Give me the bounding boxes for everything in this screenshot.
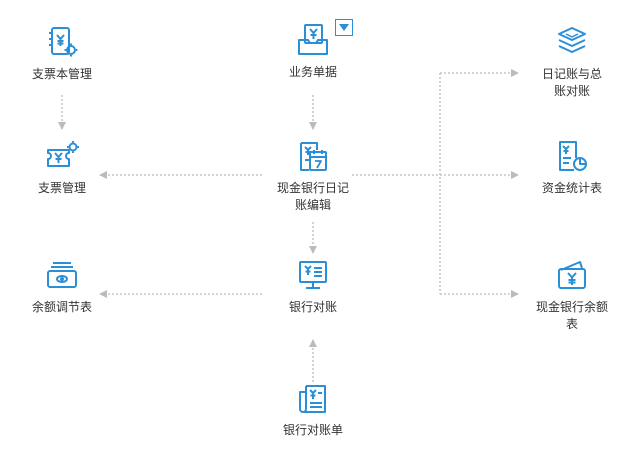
- node-cash-bank-journal-edit[interactable]: 现金银行日记账编辑: [270, 138, 356, 214]
- dropdown-triangle-icon: [339, 24, 349, 31]
- dropdown-button[interactable]: [335, 19, 353, 36]
- business-document-icon: [298, 24, 328, 55]
- node-label: 银行对账单: [282, 423, 343, 437]
- fund-report-icon: [559, 141, 587, 171]
- node-label: 现金银行余额表: [535, 300, 608, 331]
- node-cash-bank-balance[interactable]: 现金银行余额表: [528, 257, 616, 333]
- statement-receipt-icon: [299, 385, 326, 413]
- node-check-management[interactable]: 支票管理: [30, 138, 94, 197]
- node-label: 现金银行日记账编辑: [277, 181, 350, 212]
- node-label: 日记账与总账对账: [541, 67, 602, 98]
- node-label: 支票本管理: [31, 67, 92, 81]
- wallet-yen-icon: [558, 261, 586, 289]
- node-label: 支票管理: [37, 181, 86, 195]
- check-settings-icon: [47, 141, 79, 167]
- node-label: 业务单据: [288, 65, 337, 79]
- journal-calendar-icon: [300, 142, 327, 171]
- node-bank-statement[interactable]: 银行对账单: [276, 380, 350, 439]
- node-business-documents[interactable]: 业务单据: [281, 22, 345, 81]
- checkbook-settings-icon: [49, 27, 78, 57]
- node-label: 银行对账: [288, 300, 337, 314]
- node-bank-reconciliation[interactable]: 银行对账: [281, 257, 345, 316]
- node-checkbook-management[interactable]: 支票本管理: [30, 24, 94, 83]
- monitor-ledger-icon: [299, 261, 327, 289]
- cash-stack-icon: [47, 262, 77, 288]
- node-fund-statistics[interactable]: 资金统计表: [532, 138, 612, 197]
- stacked-layers-icon: [558, 27, 586, 53]
- node-balance-adjustment[interactable]: 余额调节表: [30, 257, 94, 316]
- node-journal-ledger-reconcile[interactable]: 日记账与总账对账: [530, 24, 614, 100]
- node-label: 余额调节表: [31, 300, 92, 314]
- node-label: 资金统计表: [541, 181, 602, 195]
